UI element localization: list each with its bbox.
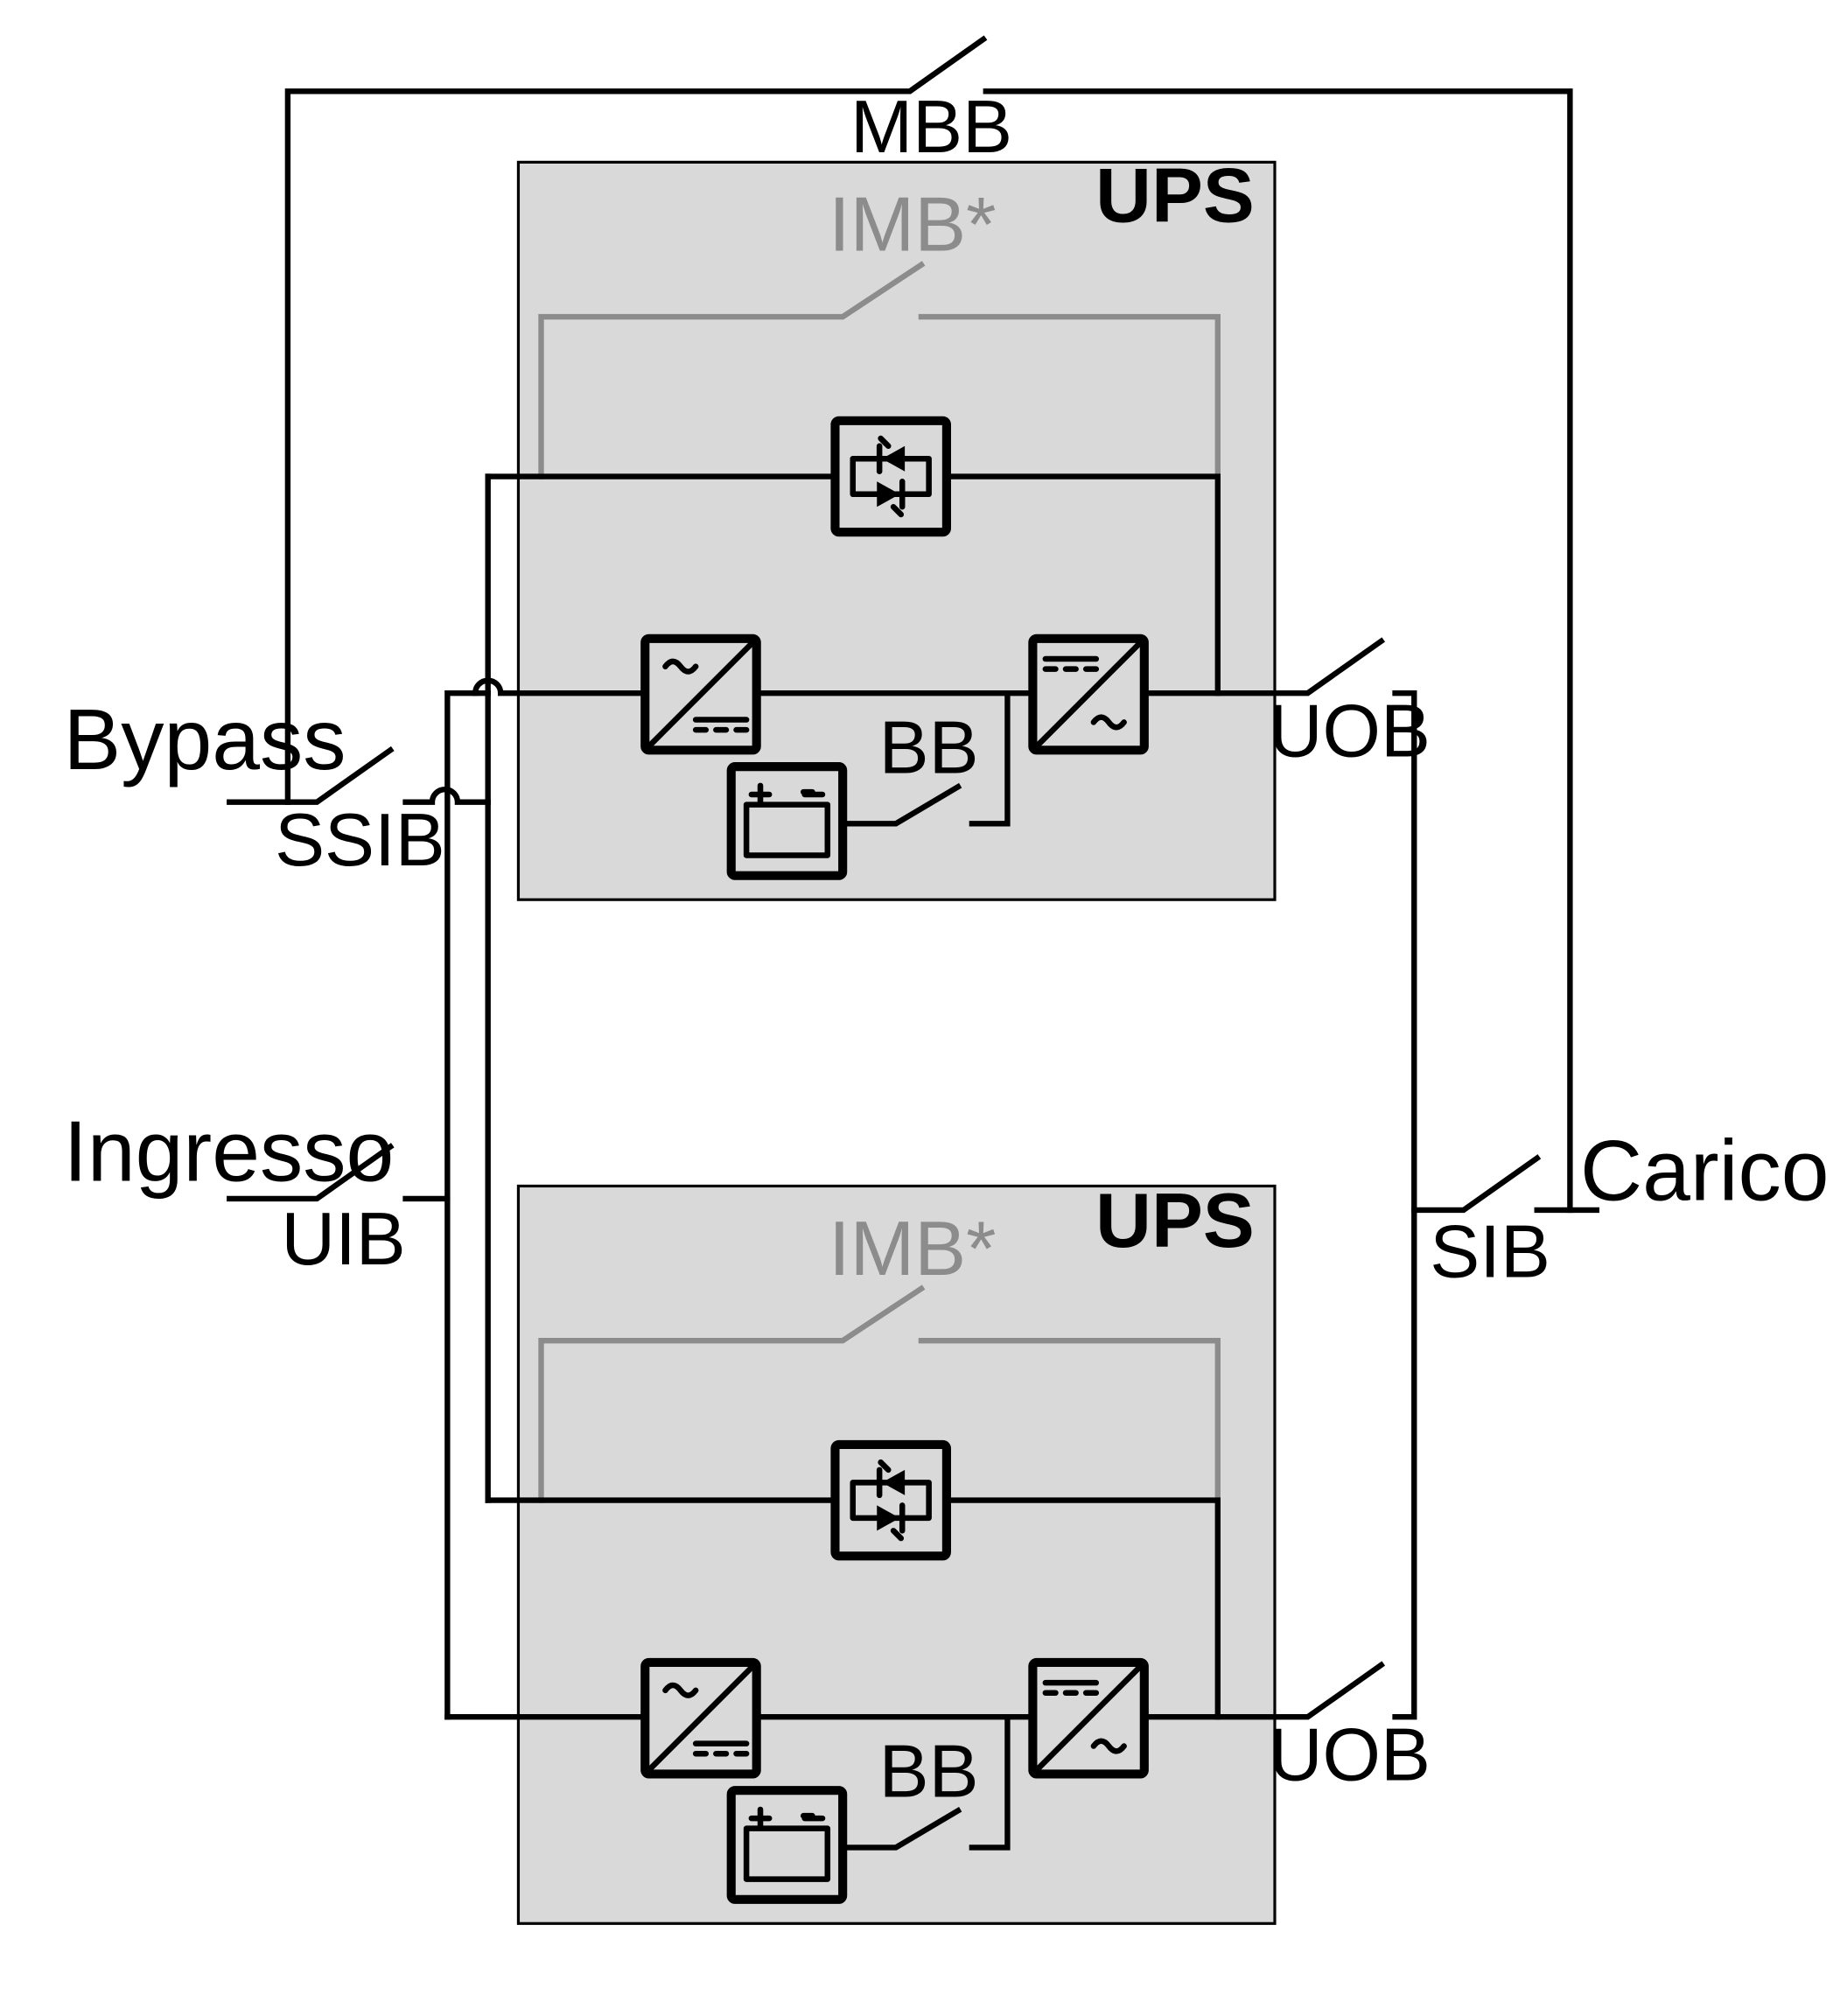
mbb-switch (284, 35, 1573, 1214)
ups-unit-1: UPS IMB* BB UOB (472, 151, 1431, 901)
sib-switch (1411, 1154, 1599, 1214)
imb-switch (538, 1284, 1221, 1503)
output-line (1143, 637, 1386, 696)
static-bypass-line (485, 473, 1221, 696)
mbb-label: MBB (850, 86, 1012, 169)
bb-switch (839, 690, 1011, 827)
ups-title: UPS (1095, 151, 1255, 238)
imb-switch (538, 261, 1221, 480)
bb-label: BB (879, 1730, 979, 1813)
ingresso-label: Ingresso (64, 1103, 395, 1200)
ups-unit-2: UPS IMB* BB UOB (444, 1177, 1431, 1925)
uib-label: UIB (281, 1198, 405, 1281)
imb-label: IMB* (829, 1205, 996, 1292)
output-bus (1392, 690, 1417, 1720)
imb-label: IMB* (829, 181, 996, 268)
sib-label: SIB (1430, 1211, 1550, 1294)
bb-label: BB (879, 706, 979, 789)
ups-title: UPS (1095, 1177, 1255, 1264)
bb-switch (839, 1714, 1011, 1851)
mains-bus (444, 690, 479, 1720)
uob-label: UOB (1269, 690, 1431, 774)
ssib-label: SSIB (275, 799, 445, 882)
static-bypass-line (485, 1497, 1221, 1720)
output-line (1143, 1661, 1386, 1720)
uob-label: UOB (1269, 1714, 1431, 1797)
bypass-label: Bypass (64, 691, 346, 788)
carico-label: Carico (1580, 1122, 1830, 1218)
uib-switch (227, 1143, 451, 1202)
